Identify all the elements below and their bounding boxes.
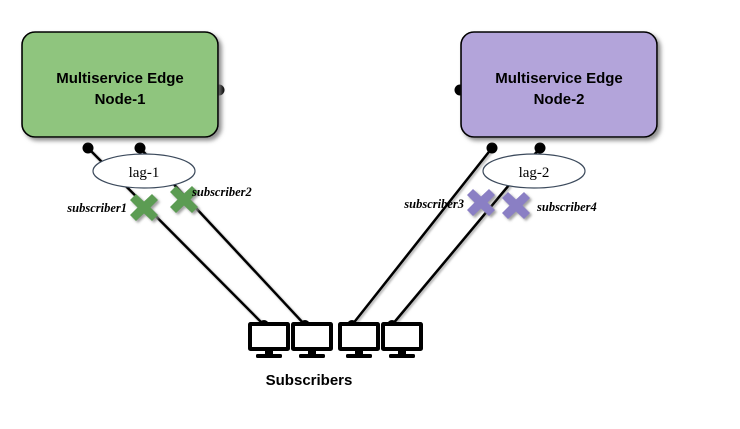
monitor-2-neck xyxy=(308,351,316,355)
monitor-3[interactable] xyxy=(338,322,380,358)
monitor-3-neck xyxy=(355,351,363,355)
node-1-label-line2: Node-1 xyxy=(95,91,146,108)
subscriber1-label: subscriber1 xyxy=(66,201,127,215)
lag-2-group[interactable]: lag-2 xyxy=(482,153,586,189)
monitor-3-screen xyxy=(342,326,376,347)
node-1-port-1-dot xyxy=(82,142,94,154)
node-2-label-line2: Node-2 xyxy=(534,91,585,108)
node-2-label-line1: Multiservice Edge xyxy=(495,70,623,87)
lag-1-group[interactable]: lag-1 xyxy=(92,153,196,189)
node-2-port-2-dot xyxy=(534,142,546,154)
subscriber1-cross-icon xyxy=(130,194,158,221)
monitor-4-screen xyxy=(385,326,419,347)
monitor-4[interactable] xyxy=(381,322,423,358)
monitor-2-screen xyxy=(295,326,329,347)
node-2-port-1-dot xyxy=(486,142,498,154)
monitor-2[interactable] xyxy=(291,322,333,358)
monitor-1-screen xyxy=(252,326,286,347)
node-1-box[interactable] xyxy=(21,31,219,138)
subscriber4-cross-icon xyxy=(502,192,530,219)
subscriber3-cross-icon xyxy=(467,189,495,216)
subscriber3-label: subscriber3 xyxy=(403,197,464,211)
monitor-3-base xyxy=(346,354,372,358)
subscriber2-cross-icon xyxy=(170,186,198,213)
subscriber3-cross-shape xyxy=(467,189,495,216)
subscriber4-label: subscriber4 xyxy=(536,200,597,214)
monitor-1[interactable] xyxy=(248,322,290,358)
node-1[interactable]: Multiservice Edge Node-1 xyxy=(21,31,219,138)
node-1-label-line1: Multiservice Edge xyxy=(56,70,184,87)
subscriber2-label: subscriber2 xyxy=(191,185,252,199)
lag-2-ellipse[interactable] xyxy=(482,153,586,189)
monitor-1-neck xyxy=(265,351,273,355)
monitor-1-base xyxy=(256,354,282,358)
link-subscriber3 xyxy=(350,147,494,326)
subscribers-group-label: Subscribers xyxy=(266,372,353,389)
monitor-4-base xyxy=(389,354,415,358)
node-2[interactable]: Multiservice Edge Node-2 xyxy=(460,31,658,138)
subscriber4-cross-shape xyxy=(502,192,530,219)
node-2-box[interactable] xyxy=(460,31,658,138)
monitor-4-neck xyxy=(398,351,406,355)
monitor-2-base xyxy=(299,354,325,358)
node-1-port-2-dot xyxy=(134,142,146,154)
lag-2-label: lag-2 xyxy=(519,165,550,181)
subscriber2-cross-shape xyxy=(170,186,198,213)
lag-1-label: lag-1 xyxy=(129,165,160,181)
lag-1-ellipse[interactable] xyxy=(92,153,196,189)
subscriber1-cross-shape xyxy=(130,194,158,221)
